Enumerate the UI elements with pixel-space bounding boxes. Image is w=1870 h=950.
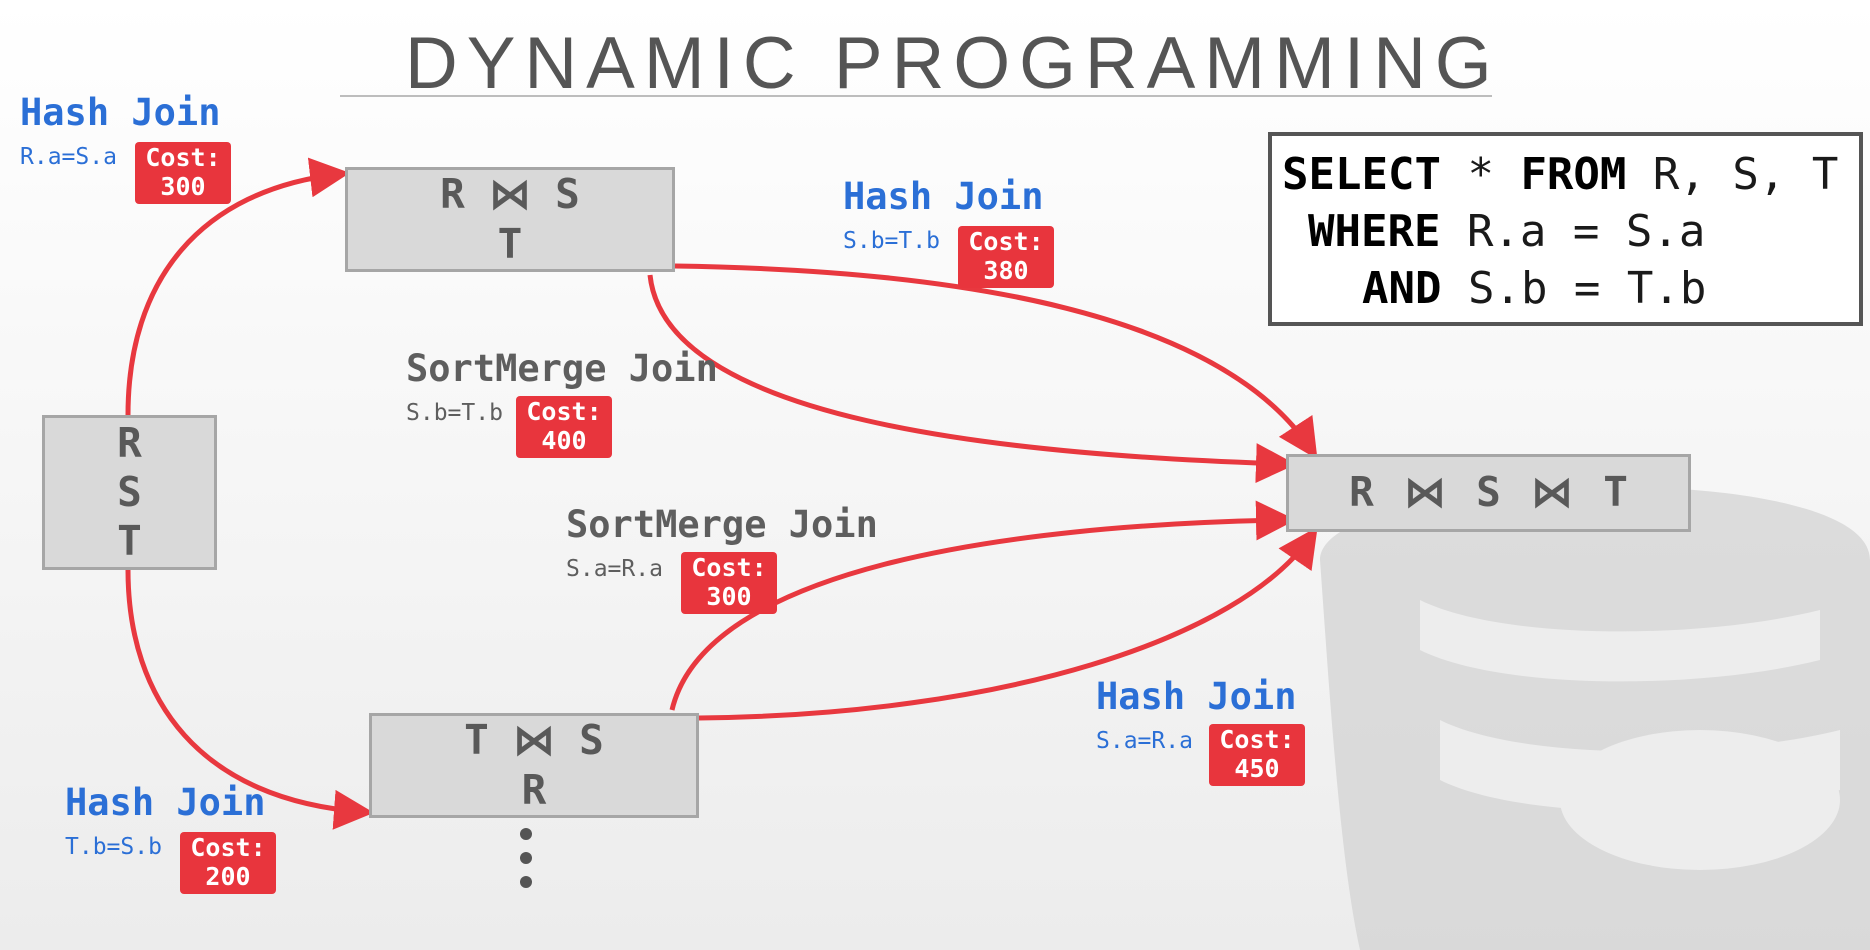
- edge-label-hash-rs: Hash Join R.a=S.a Cost: 300: [20, 94, 250, 209]
- join-type: SortMerge Join: [566, 503, 878, 546]
- join-type: Hash Join: [20, 91, 221, 134]
- edge-label-sortmerge-bottom: SortMerge Join S.a=R.a Cost: 300: [566, 506, 886, 621]
- join-condition: R.a=S.a: [20, 144, 117, 170]
- sql-and-predicate: S.b = T.b: [1441, 263, 1707, 315]
- sql-query-box: SELECT * FROM R, S, T WHERE R.a = S.a AN…: [1268, 132, 1863, 326]
- node-result-rst: R ⋈ S ⋈ T: [1286, 454, 1691, 532]
- node-left-r: R: [117, 418, 142, 467]
- sql-keyword-from: FROM: [1520, 149, 1627, 200]
- ellipsis-dot: [520, 852, 532, 864]
- cost-value: 450: [1234, 753, 1280, 783]
- arrow-top-to-result-hash: [674, 263, 1318, 460]
- arrow-left-to-top: [125, 157, 350, 416]
- node-result-label: R ⋈ S ⋈ T: [1349, 468, 1628, 517]
- sql-where-predicate: R.a = S.a: [1440, 206, 1706, 258]
- cost-badge: Cost: 300: [681, 552, 777, 614]
- join-condition: S.b=T.b: [406, 400, 503, 426]
- cost-label: Cost:: [968, 227, 1044, 256]
- vertical-ellipsis-icon: [520, 828, 532, 900]
- arrow-bottom-to-result-sortmerge: [669, 500, 1296, 711]
- node-top-t: T: [497, 219, 523, 268]
- node-left-t: T: [117, 517, 142, 566]
- edge-label-sortmerge-top: SortMerge Join S.b=T.b Cost: 400: [406, 350, 726, 465]
- arrow-bottom-to-result-hash: [698, 526, 1318, 721]
- join-condition: S.a=R.a: [566, 556, 663, 582]
- ellipsis-dot: [520, 828, 532, 840]
- cost-label: Cost:: [145, 143, 221, 172]
- page-title: DYNAMIC PROGRAMMING: [405, 23, 1501, 104]
- node-ts-join-r: T ⋈ S R: [369, 713, 699, 818]
- cost-value: 400: [541, 425, 587, 455]
- node-top-join: R ⋈ S: [440, 170, 580, 219]
- join-type: Hash Join: [65, 781, 266, 824]
- node-left-s: S: [117, 467, 142, 516]
- title-underline: [340, 95, 1492, 97]
- cost-value: 200: [205, 861, 251, 891]
- join-condition: S.b=T.b: [843, 228, 940, 254]
- arrow-left-to-bottom: [125, 569, 374, 830]
- node-r-s-t: R S T: [42, 415, 217, 570]
- edge-label-hash-bottom: Hash Join S.a=R.a Cost: 450: [1096, 678, 1326, 793]
- sql-keyword-and: AND: [1362, 263, 1442, 315]
- cost-badge: Cost: 400: [516, 396, 612, 458]
- cost-value: 300: [706, 581, 752, 611]
- cost-value: 380: [983, 255, 1029, 285]
- node-bottom-join: T ⋈ S: [464, 716, 604, 765]
- cost-value: 300: [160, 171, 206, 201]
- cost-badge: Cost: 380: [958, 226, 1054, 288]
- join-condition: T.b=S.b: [65, 834, 162, 860]
- cost-badge: Cost: 200: [180, 832, 276, 894]
- node-bottom-r: R: [521, 765, 547, 814]
- cost-label: Cost:: [526, 397, 602, 426]
- sql-keyword-where: WHERE: [1308, 206, 1441, 258]
- arrow-top-to-result-sortmerge: [647, 274, 1296, 484]
- sql-star: *: [1440, 149, 1521, 200]
- ellipsis-dot: [520, 876, 532, 888]
- join-type: Hash Join: [843, 175, 1044, 218]
- join-condition: S.a=R.a: [1096, 728, 1193, 754]
- sql-line-where: WHERE R.a = S.a: [1282, 203, 1859, 260]
- cost-label: Cost:: [1219, 725, 1295, 754]
- cost-label: Cost:: [190, 833, 266, 862]
- sql-line-and: AND S.b = T.b: [1282, 260, 1859, 317]
- sql-keyword-select: SELECT: [1282, 149, 1441, 200]
- edge-label-hash-ts: Hash Join T.b=S.b Cost: 200: [65, 784, 295, 899]
- sql-tables: R, S, T: [1626, 149, 1839, 200]
- sql-line-select: SELECT * FROM R, S, T: [1282, 146, 1859, 203]
- join-type: SortMerge Join: [406, 347, 718, 390]
- join-type: Hash Join: [1096, 675, 1297, 718]
- cost-badge: Cost: 300: [135, 142, 231, 204]
- edge-label-hash-top: Hash Join S.b=T.b Cost: 380: [843, 178, 1073, 293]
- node-rs-join-t: R ⋈ S T: [345, 167, 675, 272]
- cost-badge: Cost: 450: [1209, 724, 1305, 786]
- cost-label: Cost:: [691, 553, 767, 582]
